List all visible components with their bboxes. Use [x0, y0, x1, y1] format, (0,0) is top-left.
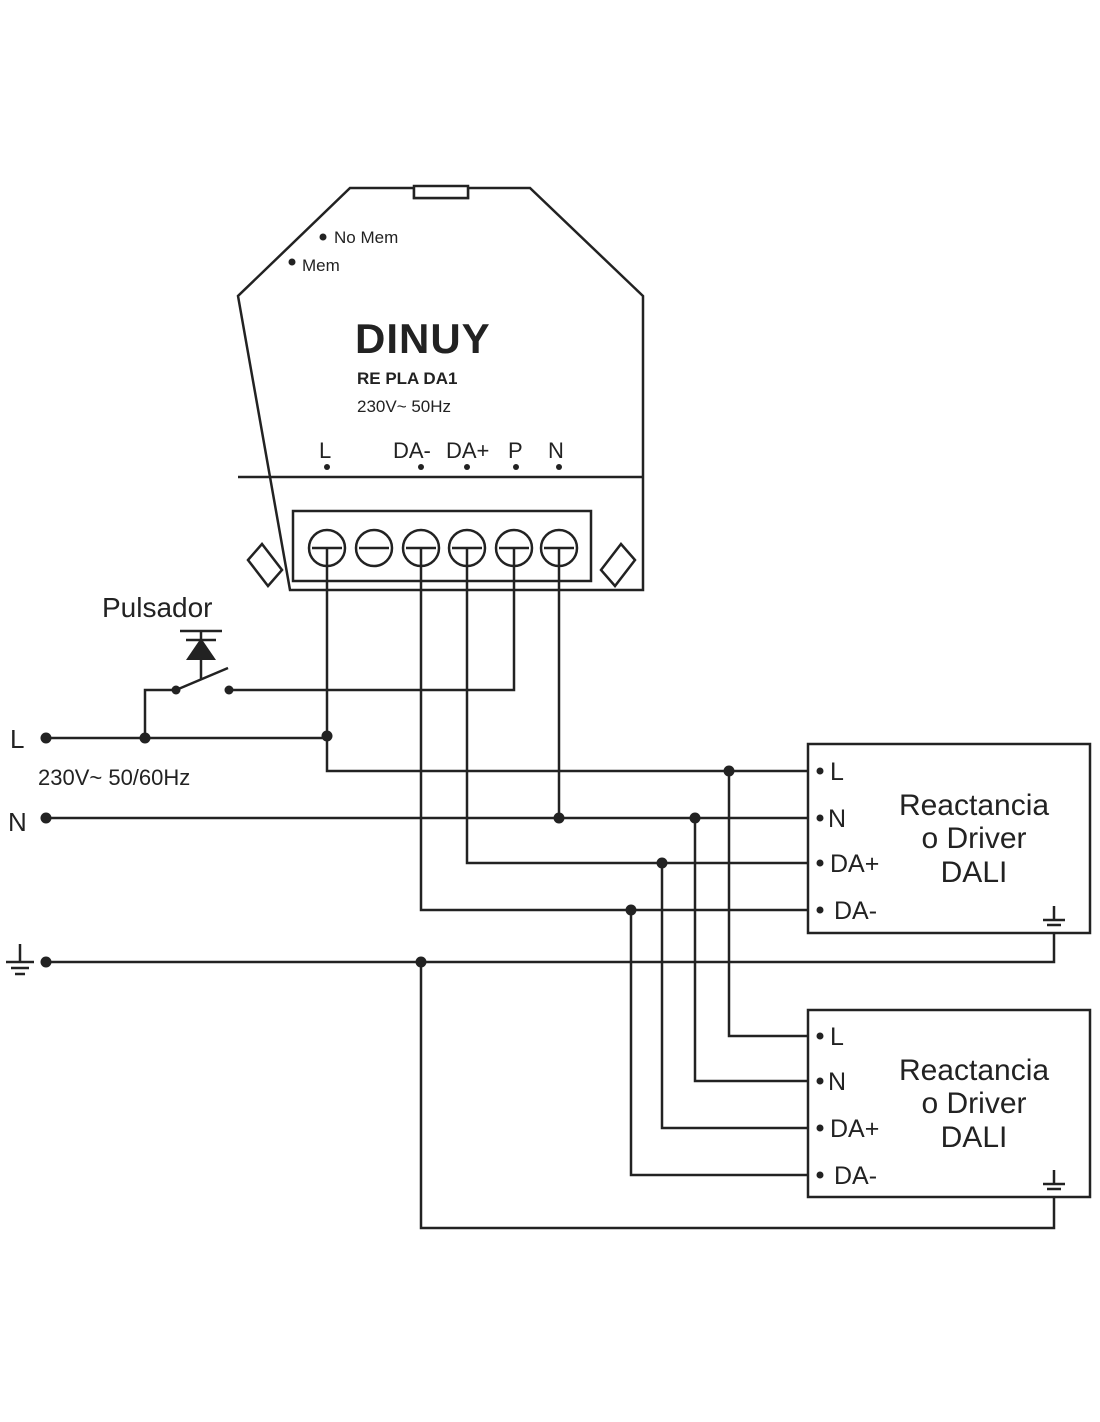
mem-label: Mem: [302, 256, 340, 275]
device-clip-left: [246, 542, 284, 588]
terminal-label-da-plus: DA+: [446, 438, 489, 463]
driver-1-terminal-da-plus: DA+: [830, 850, 879, 878]
terminal-marker-da-plus: [464, 464, 470, 470]
pushbutton-actuator-icon: [186, 638, 216, 660]
earth-ground-icon: [1043, 1170, 1065, 1191]
dali-driver-1: L N DA+ DA- Reactancia o Driver DALI: [806, 742, 1092, 935]
terminal-label-da-minus: DA-: [393, 438, 431, 463]
device-clip-right: [599, 542, 637, 588]
driver-2-title-3: DALI: [941, 1121, 1008, 1154]
dimmer-device: No Mem Mem DINUY RE PLA DA1 230V~ 50Hz L…: [236, 184, 645, 592]
rating-label: 230V~ 50Hz: [357, 397, 451, 416]
driver-2-title-1: Reactancia: [899, 1054, 1049, 1087]
terminal-screw-da-plus: [447, 528, 487, 568]
driver-1-terminal-l: L: [830, 758, 844, 786]
supply-lines: L 230V~ 50/60Hz N: [6, 566, 1056, 1230]
earth-ground-icon: [6, 944, 34, 976]
terminal-marker-da-minus: [418, 464, 424, 470]
terminal-screw-n: [539, 528, 579, 568]
driver-2-terminal-l: L: [830, 1023, 844, 1051]
driver-1-title-1: Reactancia: [899, 789, 1049, 822]
terminal-screw-da-minus: [401, 528, 441, 568]
terminal-marker-n: [556, 464, 562, 470]
model-label: RE PLA DA1: [357, 369, 457, 388]
driver-2-title-2: o Driver: [921, 1087, 1026, 1120]
wire-device-l: [325, 566, 808, 773]
driver-1-title-3: DALI: [941, 856, 1008, 889]
supply-neutral-label: N: [8, 807, 27, 837]
terminal-label-l: L: [319, 438, 331, 463]
driver-2-terminal-da-plus: DA+: [830, 1115, 879, 1143]
wire-earth-2: [419, 962, 1056, 1230]
pushbutton-switch: Pulsador: [102, 566, 516, 738]
terminal-marker-l: [324, 464, 330, 470]
pushbutton-label: Pulsador: [102, 592, 213, 623]
terminal-label-p: P: [508, 438, 523, 463]
terminal-screw-unused: [354, 528, 394, 568]
no-mem-label: No Mem: [334, 228, 398, 247]
dali-driver-2: L N DA+ DA- Reactancia o Driver DALI: [806, 1008, 1092, 1199]
terminal-screw-p: [494, 528, 534, 568]
driver-2-terminal-da-minus: DA-: [834, 1162, 877, 1190]
driver-1-box: [806, 742, 1092, 935]
supply-voltage-label: 230V~ 50/60Hz: [38, 765, 190, 790]
driver-2-terminal-n: N: [828, 1068, 846, 1096]
driver-1-terminal-da-minus: DA-: [834, 897, 877, 925]
supply-line-label: L: [10, 724, 24, 754]
earth-ground-icon: [1043, 906, 1065, 927]
wire-da-minus: [419, 566, 808, 912]
mem-indicator: [288, 258, 296, 266]
no-mem-indicator: [319, 233, 327, 241]
device-top-notch: [412, 184, 470, 200]
terminal-label-n: N: [548, 438, 564, 463]
driver-1-terminal-n: N: [828, 805, 846, 833]
terminal-screw-l: [307, 528, 347, 568]
driver-1-title-2: o Driver: [921, 822, 1026, 855]
wire-earth: [46, 930, 1056, 964]
driver-2-box: [806, 1008, 1092, 1199]
brand-logo: DINUY: [355, 315, 491, 362]
terminal-marker-p: [513, 464, 519, 470]
